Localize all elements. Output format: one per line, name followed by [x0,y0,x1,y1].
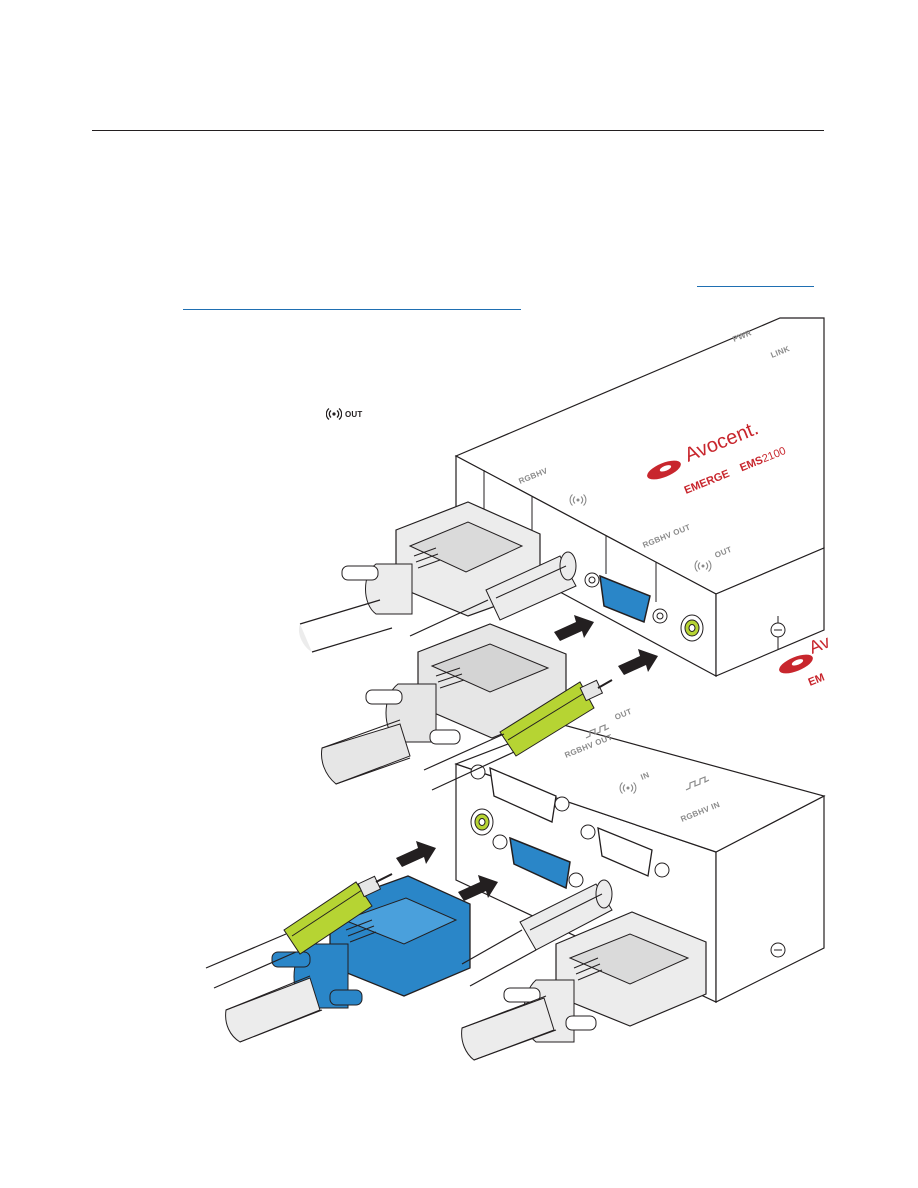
arrow-top-vga-icon [554,615,594,641]
top-audio-jack [680,614,704,642]
inline-audio-out-icon: OUT [326,407,363,421]
top-screw-icon [770,622,786,638]
inline-icon-label: OUT [345,409,363,419]
bottom-right-vga-connector [461,911,707,1061]
green-audio-connector [205,873,393,989]
avocent-logo-icon [647,460,681,480]
audio-wave-icon [326,407,342,421]
arrow-bottom-audio-icon [396,841,436,867]
bottom-right-audio-connector [461,879,613,987]
bottom-model-partial: EM [807,671,827,688]
bottom-avocent-logo-icon [779,654,813,674]
bottom-port-label-pulse-out: OUT [613,707,633,722]
bottom-port-label-audio-in: IN [639,770,650,782]
top-rear-audio-connector [409,551,577,637]
bottom-audio-jack [470,808,494,836]
middle-audio-connector [423,679,613,791]
hyperlink-underline-2[interactable] [183,309,521,310]
bottom-vga-port [492,834,584,890]
bottom-serial-port-2 [580,824,670,878]
hyperlink-underline-1[interactable] [697,286,814,287]
middle-vga-connector [321,623,567,785]
arrow-top-audio-icon [618,649,658,675]
top-unit: PWR LINK Avocent. EMERGE EMS 2100 RGBHV … [454,317,825,678]
bottom-screw-icon [770,942,786,958]
header-rule [92,130,824,131]
bottom-serial-port-1 [470,764,570,823]
top-vga-port [584,572,668,624]
